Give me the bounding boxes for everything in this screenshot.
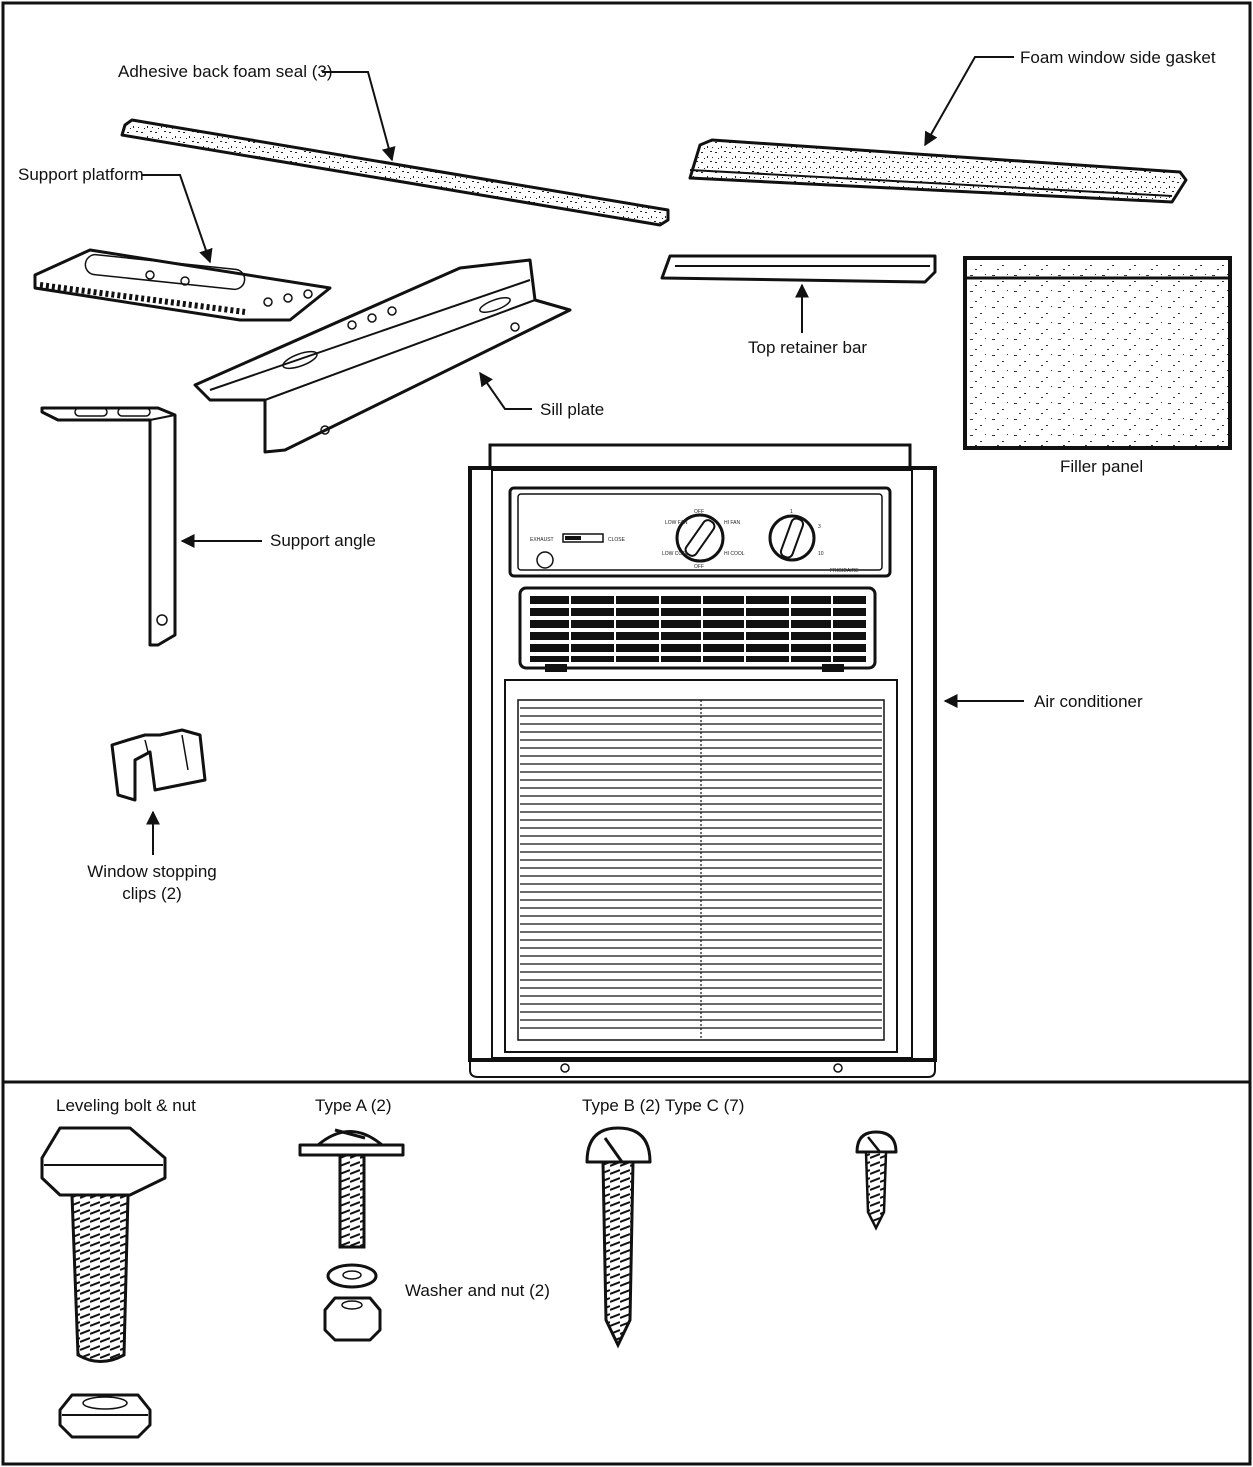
arrow-gasket <box>924 56 1014 147</box>
label-filler-panel: Filler panel <box>1060 457 1143 476</box>
label-type-c: Type C (7) <box>665 1096 744 1115</box>
type-a-nut <box>323 1296 382 1342</box>
arrow-support-platform <box>142 174 213 264</box>
label-air-conditioner: Air conditioner <box>1034 692 1143 711</box>
label-sill-plate: Sill plate <box>540 400 604 419</box>
label-leveling-bolt: Leveling bolt & nut <box>56 1096 196 1115</box>
arrow-foam-seal <box>322 71 396 162</box>
type-a-screw <box>298 1128 405 1249</box>
switch-label-left: EXHAUST <box>530 537 554 543</box>
label-foam-seal: Adhesive back foam seal (3) <box>118 62 333 81</box>
top-retainer-bar <box>660 254 937 284</box>
thermo-10-label: 10 <box>818 551 824 557</box>
brand-label: FRIGIDAIRE <box>830 568 859 574</box>
label-top-retainer: Top retainer bar <box>748 338 867 357</box>
type-a-washer <box>326 1263 378 1289</box>
cool-hi-label: HI COOL <box>724 551 745 557</box>
air-conditioner: EXHAUST CLOSE OFF LOW FAN HI FAN LOW COO… <box>468 443 937 1078</box>
switch-label-right: CLOSE <box>608 537 626 543</box>
label-support-angle: Support angle <box>270 531 376 550</box>
leveling-bolt <box>40 1126 167 1363</box>
fan-off-label: OFF <box>694 509 704 515</box>
label-type-b: Type B (2) <box>582 1096 660 1115</box>
fan-hi-label: HI FAN <box>724 520 741 526</box>
filler-panel <box>963 256 1232 450</box>
upper-louvers <box>530 596 866 662</box>
label-washer-nut: Washer and nut (2) <box>405 1281 550 1300</box>
support-angle <box>40 406 177 647</box>
leveling-nut <box>58 1393 152 1439</box>
label-clips-line2: clips (2) <box>122 884 182 903</box>
arrow-sill-plate <box>479 371 532 410</box>
thermo-3-label: 3 <box>818 524 821 530</box>
type-b-screw <box>585 1126 652 1349</box>
foam-seal-strip <box>120 118 670 227</box>
fan-low-label: LOW FAN <box>665 520 688 526</box>
support-platform <box>33 248 332 322</box>
label-support-platform: Support platform <box>18 165 144 184</box>
type-c-screw <box>855 1130 898 1231</box>
thermo-1-label: 1 <box>790 509 793 515</box>
window-stopping-clip <box>110 728 207 802</box>
foam-gasket <box>688 138 1188 204</box>
front-grille <box>520 700 882 1040</box>
cool-low-label: LOW COOL <box>662 551 689 557</box>
fan-bottom-label: OFF <box>694 564 704 570</box>
label-type-a: Type A (2) <box>315 1096 392 1115</box>
label-clips-line1: Window stopping <box>87 862 216 881</box>
sill-plate <box>193 258 572 454</box>
label-gasket: Foam window side gasket <box>1020 48 1216 67</box>
